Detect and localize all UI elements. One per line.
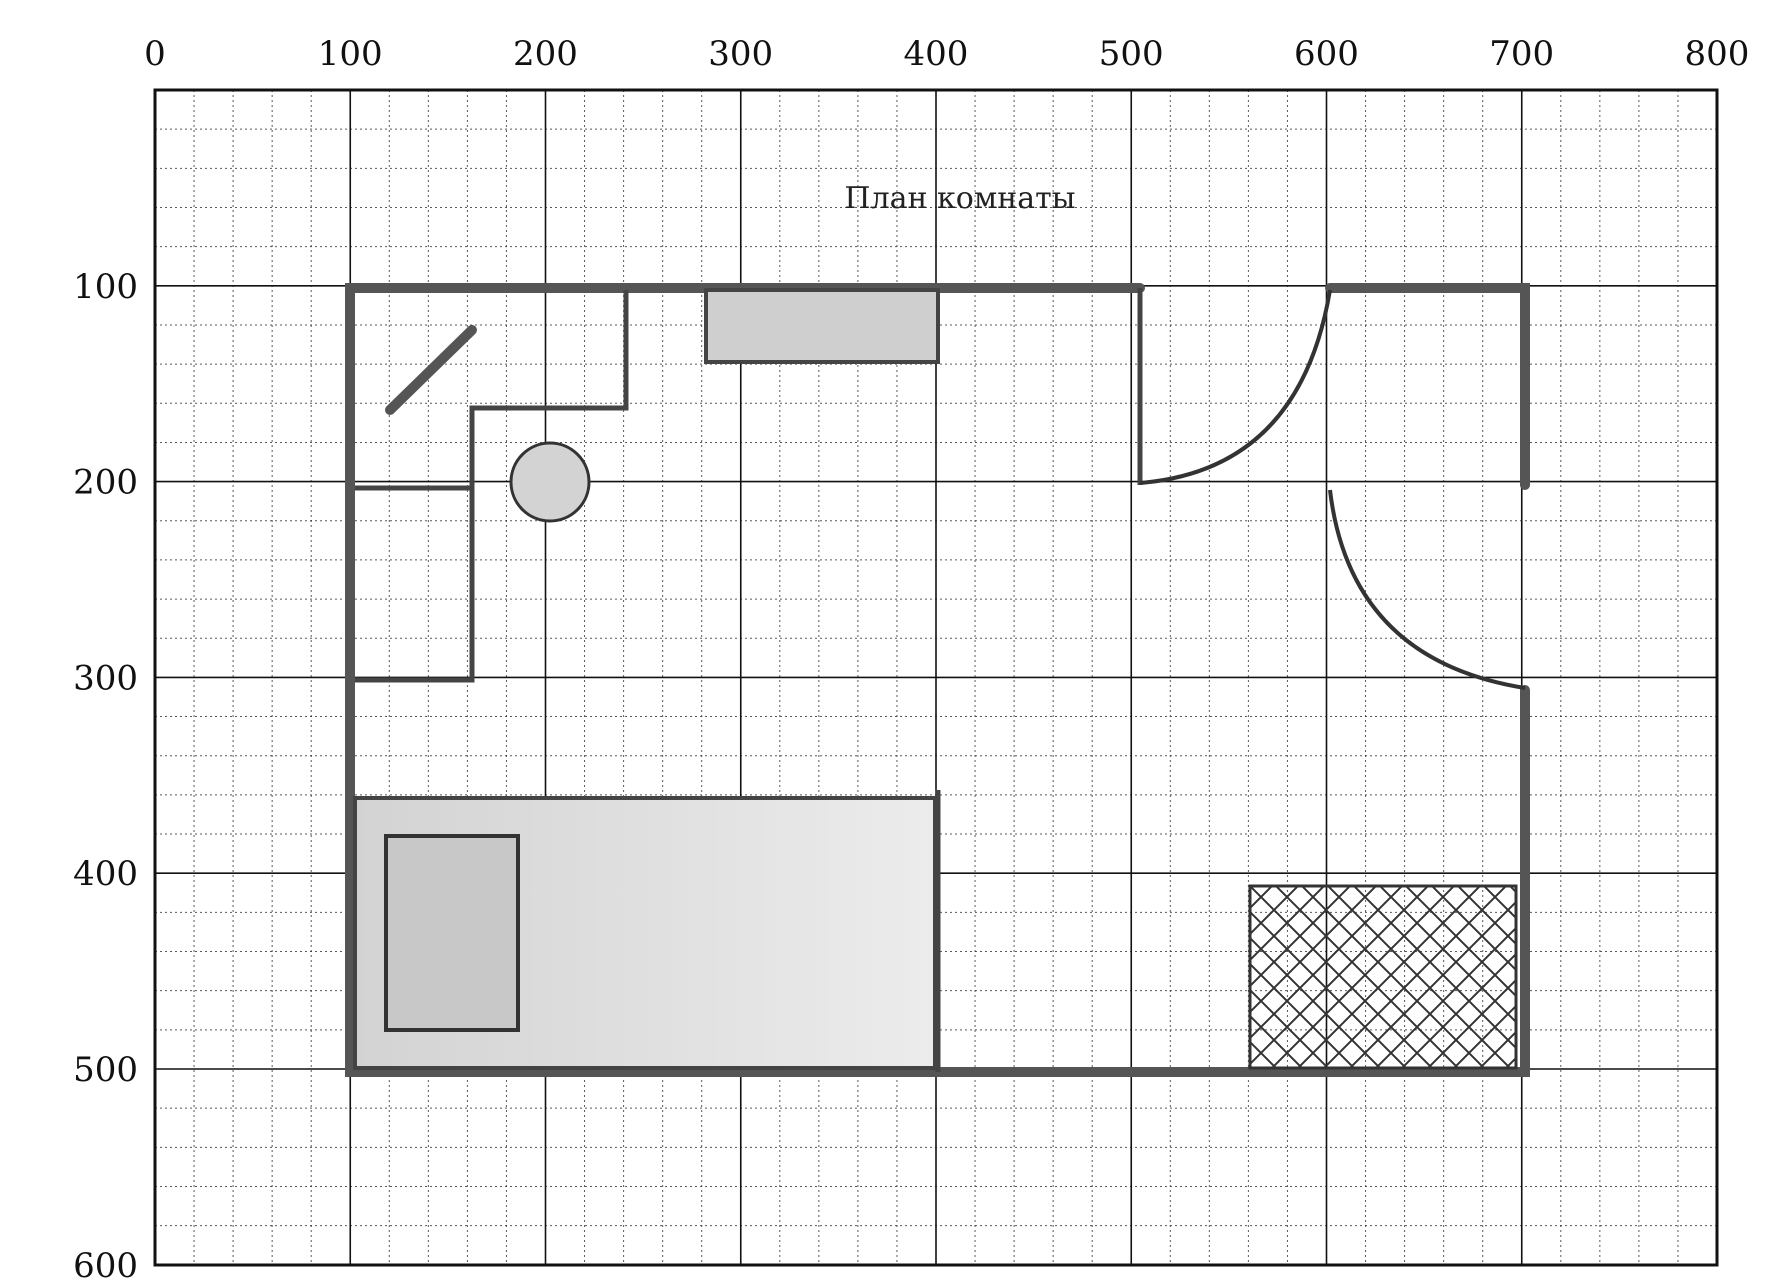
y-tick-label: 300	[73, 658, 138, 698]
y-tick-label: 500	[73, 1050, 138, 1090]
door-arc-upper	[1139, 289, 1332, 485]
x-tick-label: 500	[1099, 34, 1164, 74]
y-tick-label: 400	[73, 854, 138, 894]
plot-frame	[153, 88, 1719, 1267]
x-tick-label: 800	[1685, 34, 1750, 74]
inner-partition	[355, 290, 629, 683]
x-tick-label: 200	[513, 34, 578, 74]
x-axis-labels: 0 100 200 300 400 500 600 700 800	[144, 34, 1749, 74]
diagonal-board	[385, 325, 477, 415]
bed-pillow	[384, 834, 520, 1032]
wall-left-top-bottom	[345, 283, 1530, 1077]
hatched-wardrobe	[1248, 884, 1518, 1070]
y-tick-label: 600	[73, 1246, 138, 1280]
x-tick-label: 700	[1489, 34, 1554, 74]
y-axis-labels: 100 200 300 400 500 600	[73, 267, 138, 1280]
x-tick-label: 0	[144, 34, 166, 74]
round-table	[509, 441, 591, 523]
x-tick-label: 600	[1294, 34, 1359, 74]
y-tick-label: 100	[73, 267, 138, 307]
door-arc-lower	[1328, 489, 1526, 690]
wall-cabinet	[704, 288, 940, 364]
y-tick-label: 200	[73, 463, 138, 503]
x-tick-label: 300	[708, 34, 773, 74]
wall-right-upper	[1325, 283, 1530, 490]
x-tick-label: 400	[904, 34, 969, 74]
room-walls	[345, 283, 1530, 1077]
plan-title: План комнаты	[844, 181, 1075, 216]
x-tick-label: 100	[318, 34, 383, 74]
